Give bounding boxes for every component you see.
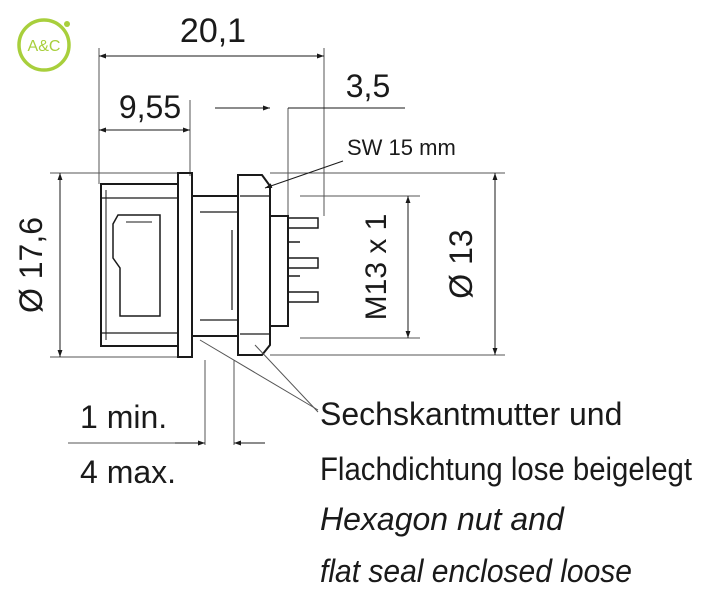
- connector-body: [100, 172, 319, 358]
- note-en-line2: flat seal enclosed loose: [320, 553, 632, 589]
- contact-pins: [287, 217, 319, 303]
- dim-flange-text: Ø 17,6: [13, 217, 49, 313]
- logo-dot: [64, 21, 70, 27]
- logo-ring: [17, 18, 71, 72]
- wrench-size-text: SW 15 mm: [347, 135, 456, 160]
- note-leaders: [199, 339, 319, 413]
- dim-thread-text: M13 x 1: [360, 214, 393, 321]
- note-de-line1: Sechskantmutter und: [320, 396, 622, 432]
- dim-body-text: 9,55: [119, 89, 181, 125]
- note-en-line1: Hexagon nut and: [320, 501, 565, 537]
- extension-lines: [50, 48, 505, 445]
- dim-nut-text: 3,5: [346, 68, 390, 104]
- dim-thread-dia-text: Ø 13: [443, 229, 479, 298]
- panel-max-text: 4 max.: [80, 454, 176, 490]
- dimension-lines: [57, 53, 498, 446]
- logo-text: A&C: [28, 38, 61, 55]
- dim-overall-text: 20,1: [180, 12, 246, 50]
- ac-logo: A&C: [17, 18, 71, 72]
- note-de-line2: Flachdichtung lose beigelegt: [320, 451, 692, 487]
- sw-leader: [264, 160, 344, 189]
- panel-min-text: 1 min.: [80, 399, 167, 435]
